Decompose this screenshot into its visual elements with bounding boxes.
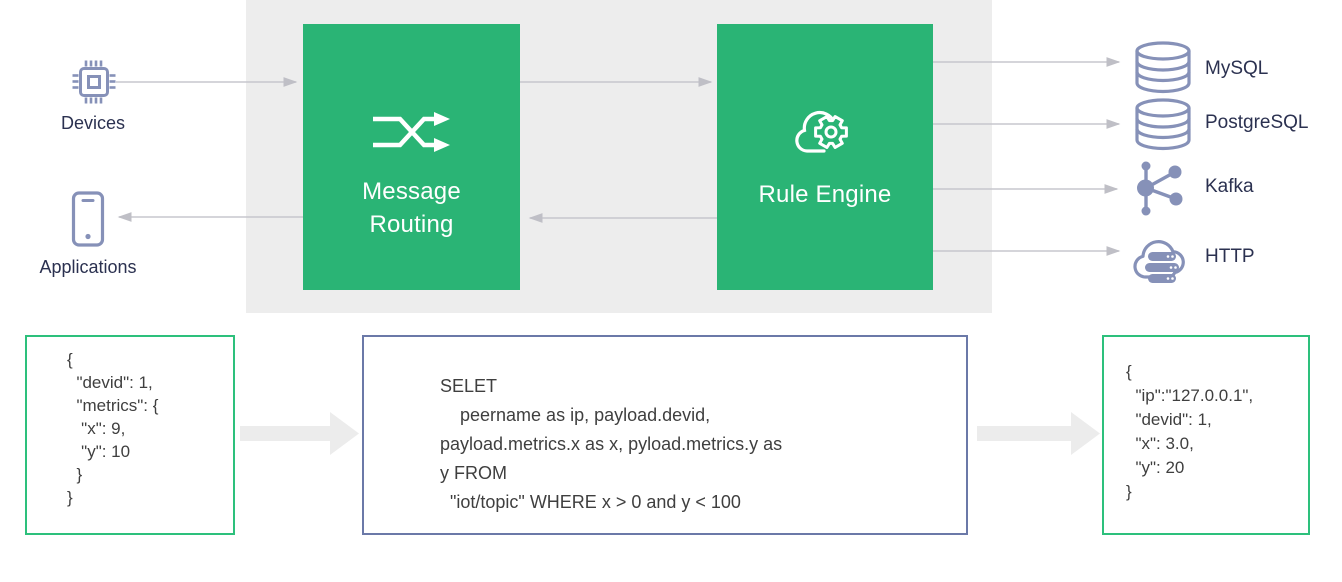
applications-label: Applications: [39, 257, 137, 277]
http-label: HTTP: [1205, 246, 1255, 267]
postgresql-label: PostgreSQL: [1205, 112, 1309, 133]
rule-sql-box: SELET peername as ip, payload.devid, pay…: [362, 335, 968, 535]
cloud-gear-icon: [795, 111, 848, 153]
rule-engine-box: Rule Engine: [717, 24, 933, 290]
thick-arrow-input-to-sql: [240, 412, 359, 455]
cloud-server-icon: [1133, 240, 1185, 283]
output-message-json: { "ip":"127.0.0.1", "devid": 1, "x": 3.0…: [1126, 362, 1254, 501]
message-routing-label: Message Routing: [362, 178, 461, 238]
chip-icon: [72, 60, 116, 104]
shuffle-icon: [373, 112, 450, 152]
input-message-json: { "devid": 1, "metrics": { "x": 9, "y": …: [67, 350, 159, 507]
database-icon: [1135, 41, 1191, 94]
input-message-box: { "devid": 1, "metrics": { "x": 9, "y": …: [25, 335, 235, 535]
message-routing-box: Message Routing: [303, 24, 520, 290]
database-icon: [1135, 98, 1191, 151]
kafka-label: Kafka: [1205, 176, 1254, 197]
devices-label: Devices: [60, 113, 126, 133]
rule-sql-text: SELET peername as ip, payload.devid, pay…: [440, 376, 783, 512]
output-message-box: { "ip":"127.0.0.1", "devid": 1, "x": 3.0…: [1102, 335, 1310, 535]
thick-arrow-sql-to-output: [977, 412, 1100, 455]
graph-nodes-icon: [1137, 161, 1183, 216]
rule-engine-label: Rule Engine: [758, 181, 892, 208]
smartphone-icon: [71, 191, 105, 247]
mysql-label: MySQL: [1205, 58, 1269, 79]
